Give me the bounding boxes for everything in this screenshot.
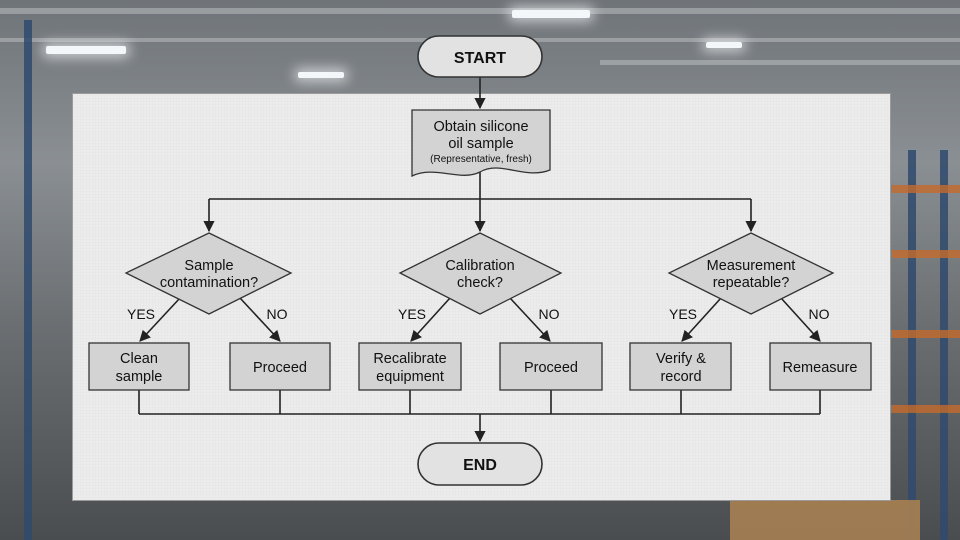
decision-1-yes-label: YES: [127, 306, 155, 322]
start-label: START: [454, 50, 506, 67]
decision-3-line1: Measurement: [707, 258, 796, 274]
sample-line2: oil sample: [448, 136, 513, 152]
decision-contamination: Sample contamination?: [124, 232, 293, 315]
clean-sample-node: Clean sample: [88, 342, 190, 391]
action-5-line2: record: [660, 369, 701, 385]
action-1-line2: sample: [116, 369, 163, 385]
connectors: [138, 77, 821, 443]
decision-3-no-label: NO: [809, 306, 830, 322]
decision-2-yes-label: YES: [398, 306, 426, 322]
action-2-line1: Proceed: [253, 360, 307, 376]
end-label: END: [463, 457, 497, 474]
decision-2-no-label: NO: [539, 306, 560, 322]
remeasure-node: Remeasure: [769, 342, 872, 391]
decision-3-line2: repeatable?: [713, 275, 790, 291]
action-6-line1: Remeasure: [783, 360, 858, 376]
end-node: END: [417, 442, 543, 486]
verify-record-node: Verify & record: [629, 342, 732, 391]
action-3-line1: Recalibrate: [373, 351, 446, 367]
decision-calibration: Calibration check?: [398, 232, 563, 315]
action-5-line1: Verify &: [656, 351, 706, 367]
decision-2-line1: Calibration: [445, 258, 514, 274]
action-1-line1: Clean: [120, 351, 158, 367]
proceed-node-2: Proceed: [499, 342, 603, 391]
sample-line1: Obtain silicone: [433, 119, 528, 135]
action-3-line2: equipment: [376, 369, 444, 385]
sample-note: (Representative, fresh): [430, 154, 532, 165]
recalibrate-node: Recalibrate equipment: [358, 342, 462, 391]
start-node: START: [417, 35, 543, 78]
decision-1-line2: contamination?: [160, 275, 258, 291]
action-4-line1: Proceed: [524, 360, 578, 376]
obtain-sample-node: Obtain silicone oil sample (Representati…: [411, 109, 551, 178]
proceed-node-1: Proceed: [229, 342, 331, 391]
decision-1-no-label: NO: [267, 306, 288, 322]
decision-1-line1: Sample: [184, 258, 233, 274]
decision-repeatable: Measurement repeatable?: [667, 232, 835, 315]
decision-3-yes-label: YES: [669, 306, 697, 322]
decision-2-line2: check?: [457, 275, 503, 291]
